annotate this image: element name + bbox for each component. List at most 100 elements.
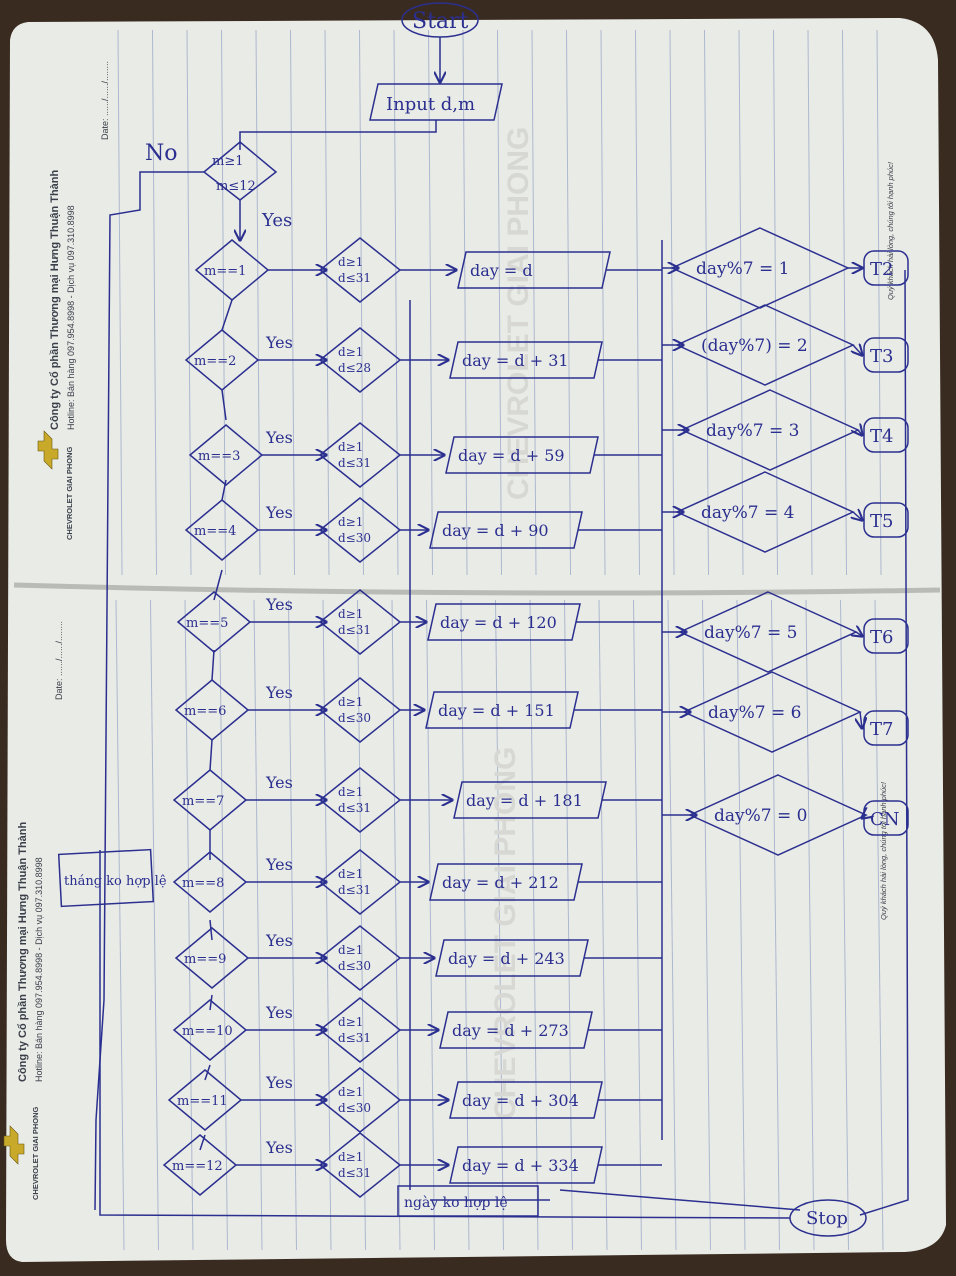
weekday-diamond [675,304,855,386]
weekday-diamond [682,671,862,753]
company-name-top: Công ty Cổ phần Thương mại Hưng Thuận Th… [49,169,61,430]
weekday-output: T7 [870,719,893,740]
weekday-diamond [678,591,858,673]
weekday-output: T5 [870,511,893,532]
bottom-page-header: Công ty Cổ phần Thương mại Hưng Thuận Th… [3,621,888,1200]
day-condition-min: d≥1 [338,785,363,799]
day-range-diamond [318,422,402,488]
day-condition-max: d≤31 [338,1031,371,1045]
day-formula-box [439,1011,593,1049]
day-range-diamond [318,497,402,563]
weekday-output-box [863,337,909,373]
day-range-diamond [318,1132,402,1198]
logo-text-top: CHEVROLET GIAI PHONG [65,446,74,540]
day-condition-min: d≥1 [338,255,363,269]
weekday-output: T4 [870,426,893,447]
day-formula: day = d + 181 [466,791,583,810]
day-formula-box [449,1081,603,1119]
month-diamond [162,1134,238,1196]
day-condition-max: d≤31 [338,623,371,637]
day-range-diamond [318,925,402,991]
month-condition: m==12 [172,1159,223,1174]
weekday-condition: day%7 = 0 [714,806,807,826]
month-condition: m==5 [186,616,228,631]
day-condition-max: d≤31 [338,883,371,897]
weekday-output: CN [870,809,900,830]
flowchart-labels: Start Input d,m m≥1 m≤12 No Yes tháng ko… [57,9,867,1237]
weekday-output-box [863,417,909,453]
yes-label: Yes [265,1138,293,1157]
day-formula-box [427,603,581,641]
day-condition-max: d≤28 [338,361,371,375]
weekday-output-box [863,618,909,654]
month-condition: m==7 [182,794,224,809]
day-formula-box [449,1146,603,1184]
day-formula: day = d + 304 [462,1091,579,1110]
weekday-output-box [863,800,909,836]
yes-label: Yes [265,855,293,874]
side-note-top: Quý khách hài lòng, chúng tôi hạnh phúc! [886,161,895,300]
invalid-month-label: tháng ko hợp lệ [64,874,167,889]
yes-label: Yes [265,683,293,702]
day-formula: day = d + 151 [438,701,555,720]
yes-label: Yes [265,773,293,792]
day-formula: day = d + 90 [442,521,549,540]
day-condition-max: d≤30 [338,531,371,545]
weekday-output-box [863,250,909,286]
day-range-diamond [318,237,402,303]
date-label-bottom: Date: ....../....../........ [54,621,64,700]
day-formula: day = d + 31 [462,351,569,370]
invalid-date-box: ngày ko hợp lệ [397,1185,539,1217]
day-formula: day = d [470,261,533,280]
month-check-2: m≤12 [216,179,256,194]
month-condition: m==2 [194,354,236,369]
spine-fold [13,582,941,596]
weekday-check-3: day%7 = 3 T4 [662,389,909,471]
yes-label: Yes [265,333,293,352]
day-condition-max: d≤30 [338,1101,371,1115]
day-condition-max: d≤31 [338,801,371,815]
weekday-check-4: day%7 = 4 T5 [662,471,909,553]
weekday-condition: day%7 = 3 [706,421,799,441]
month-diamond [174,927,250,989]
day-formula: day = d + 59 [458,446,565,465]
invalid-month-box: tháng ko hợp lệ [57,848,167,908]
day-condition-min: d≥1 [338,1085,363,1099]
month-condition: m==1 [204,264,246,279]
month-check-1: m≥1 [212,154,244,169]
day-formula-box [429,511,583,549]
weekday-output: T2 [870,259,893,280]
month-condition: m==6 [184,704,226,719]
input-parallelogram [369,83,503,121]
day-condition-min: d≥1 [338,867,363,881]
no-label: No [145,141,178,166]
hotline-bottom: Hotline: Bán hàng 097.954.8998 - Dịch vụ… [34,857,44,1082]
stop-label: Stop [806,1208,848,1229]
day-condition-max: d≤30 [338,711,371,725]
watermark-bottom: CHEVROLET GIAI PHONG [489,747,522,1120]
weekday-condition: day%7 = 4 [701,503,794,523]
month-diamond [167,1069,243,1131]
day-range-diamond [318,327,402,393]
day-formula: day = d + 212 [442,873,559,892]
logo-text-bottom: CHEVROLET GIAI PHONG [31,1106,40,1200]
yes-label: Yes [265,1003,293,1022]
day-range-diamond [318,767,402,833]
day-range-diamond [318,1067,402,1133]
hotline-top: Hotline: Bán hàng 097.954.8998 - Dịch vụ… [66,205,76,430]
day-condition-min: d≥1 [338,1015,363,1029]
day-condition-min: d≥1 [338,515,363,529]
start-label: Start [412,9,469,34]
company-name-bottom: Công ty Cổ phần Thương mại Hưng Thuận Th… [17,821,29,1082]
